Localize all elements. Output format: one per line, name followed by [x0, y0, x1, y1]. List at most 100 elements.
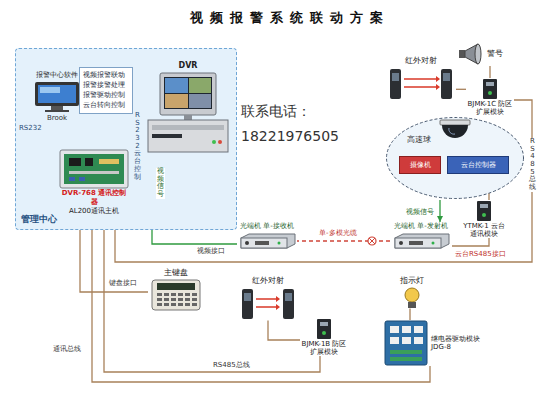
icon: [458, 42, 484, 66]
icon-part: [184, 115, 192, 120]
icon-part: [85, 158, 93, 166]
connector-line: [489, 66, 490, 78]
icon-part: [390, 69, 401, 99]
icon-part: [60, 150, 128, 188]
icon-part: [185, 298, 190, 301]
icon-part: [69, 171, 119, 174]
node-label: 管理中心: [21, 213, 57, 226]
note-label: 视频接口: [196, 247, 226, 255]
icon-part: [322, 331, 326, 335]
icon-part: [38, 85, 76, 103]
note-label: Brook: [46, 114, 68, 122]
icon: [33, 81, 81, 113]
icon: [474, 200, 494, 222]
icon-part: [432, 241, 435, 244]
icon-part: [192, 298, 197, 301]
icon-part: [212, 140, 216, 144]
icon: [386, 67, 456, 101]
icon-part: [152, 280, 200, 310]
icon-part: [390, 337, 399, 344]
icon-part: [405, 288, 419, 302]
title: 视频报警系统联动方案: [190, 9, 390, 27]
node-label: 继电器驱动模块 JDG-8: [431, 335, 483, 352]
icon: [391, 232, 451, 250]
icon-part: [385, 321, 427, 365]
edge-label: 视频信号: [156, 168, 165, 199]
icon-part: [241, 238, 287, 248]
icon: [240, 287, 296, 321]
ir-beam-sensor: 红外对射: [240, 276, 296, 321]
icon-part: [486, 82, 494, 86]
connector-line: [268, 321, 300, 340]
icon-part: [488, 91, 492, 95]
icon-part: [64, 154, 124, 184]
icon-part: [171, 303, 176, 306]
icon: [314, 318, 334, 340]
icon-part: [390, 350, 422, 354]
node-label: 报警中心软件: [31, 71, 83, 80]
edge-label: 云台RS485接口: [454, 250, 507, 258]
node-label: 云台控制器: [448, 157, 508, 173]
icon-part: [157, 303, 162, 306]
fiber-symbol: [369, 238, 375, 244]
node-label: 光端机 单-接收机: [237, 222, 297, 231]
icon-part: [51, 106, 63, 110]
node-label: BJMK-1B 防区扩展模块: [300, 340, 348, 356]
fiber-transceiver: 光端机 单-发射机: [390, 222, 452, 250]
icon-part: [276, 296, 280, 310]
icon-part: [157, 283, 195, 290]
edge-label: 视频信号: [405, 208, 435, 216]
icon-part: [218, 140, 222, 144]
controller-board: DVR-768 通讯控制器AL200通讯主机: [59, 149, 129, 215]
expansion-module: YTMK-1 云台通讯模块: [460, 200, 508, 238]
node-label: DVR-768 通讯控制器: [59, 189, 129, 207]
icon-part: [148, 120, 228, 152]
icon-part: [256, 299, 276, 307]
icon-part: [414, 337, 423, 344]
node-label: 指示灯: [392, 276, 432, 286]
edge-label: RS485总线: [212, 361, 251, 369]
edge-label: RS485总线: [528, 138, 537, 192]
icon: [402, 287, 422, 309]
icon-part: [164, 303, 169, 306]
arrow-head: [437, 216, 443, 222]
node-label: AL200通讯主机: [59, 207, 129, 216]
icon-part: [283, 289, 294, 319]
icon-part: [69, 158, 81, 166]
icon-part: [475, 44, 481, 64]
icon-part: [477, 201, 491, 221]
edge-label: 键盘接口: [108, 279, 138, 287]
connector-line: [92, 215, 430, 382]
connector: [268, 321, 300, 340]
icon-part: [164, 298, 169, 301]
icon-part: [449, 128, 455, 134]
icon-part: [164, 293, 169, 296]
connector: [490, 66, 491, 78]
node-label: 摄像机: [400, 157, 440, 173]
icon-part: [402, 337, 411, 344]
note-label: 18221976505: [240, 128, 340, 145]
icon-part: [436, 76, 440, 90]
icon-part: [241, 234, 295, 248]
connector: [104, 215, 320, 372]
connector-line: [409, 309, 410, 320]
icon-part: [69, 177, 75, 181]
icon-part: [390, 357, 422, 361]
icon-part: [244, 293, 251, 301]
icon-part: [178, 298, 183, 301]
node-label: DVR: [144, 61, 232, 71]
expansion-module: BJMK-1B 防区扩展模块: [300, 318, 348, 356]
icon-part: [164, 77, 212, 109]
icon-part: [443, 73, 450, 81]
icon-part: [404, 79, 436, 87]
alarm-horn: 警号: [458, 42, 514, 66]
icon-part: [192, 293, 197, 296]
icon-part: [442, 125, 468, 138]
icon-part: [99, 159, 119, 164]
icon: [384, 320, 428, 366]
icon-part: [152, 134, 182, 138]
node-label: BJMK-1C 防区扩展模块: [466, 100, 514, 116]
management-region: 管理中心报警中心软件视频报警联动 报警接警处理 报警驱动控制 云台转向控制DVR…: [15, 48, 237, 230]
icon-part: [165, 78, 188, 93]
